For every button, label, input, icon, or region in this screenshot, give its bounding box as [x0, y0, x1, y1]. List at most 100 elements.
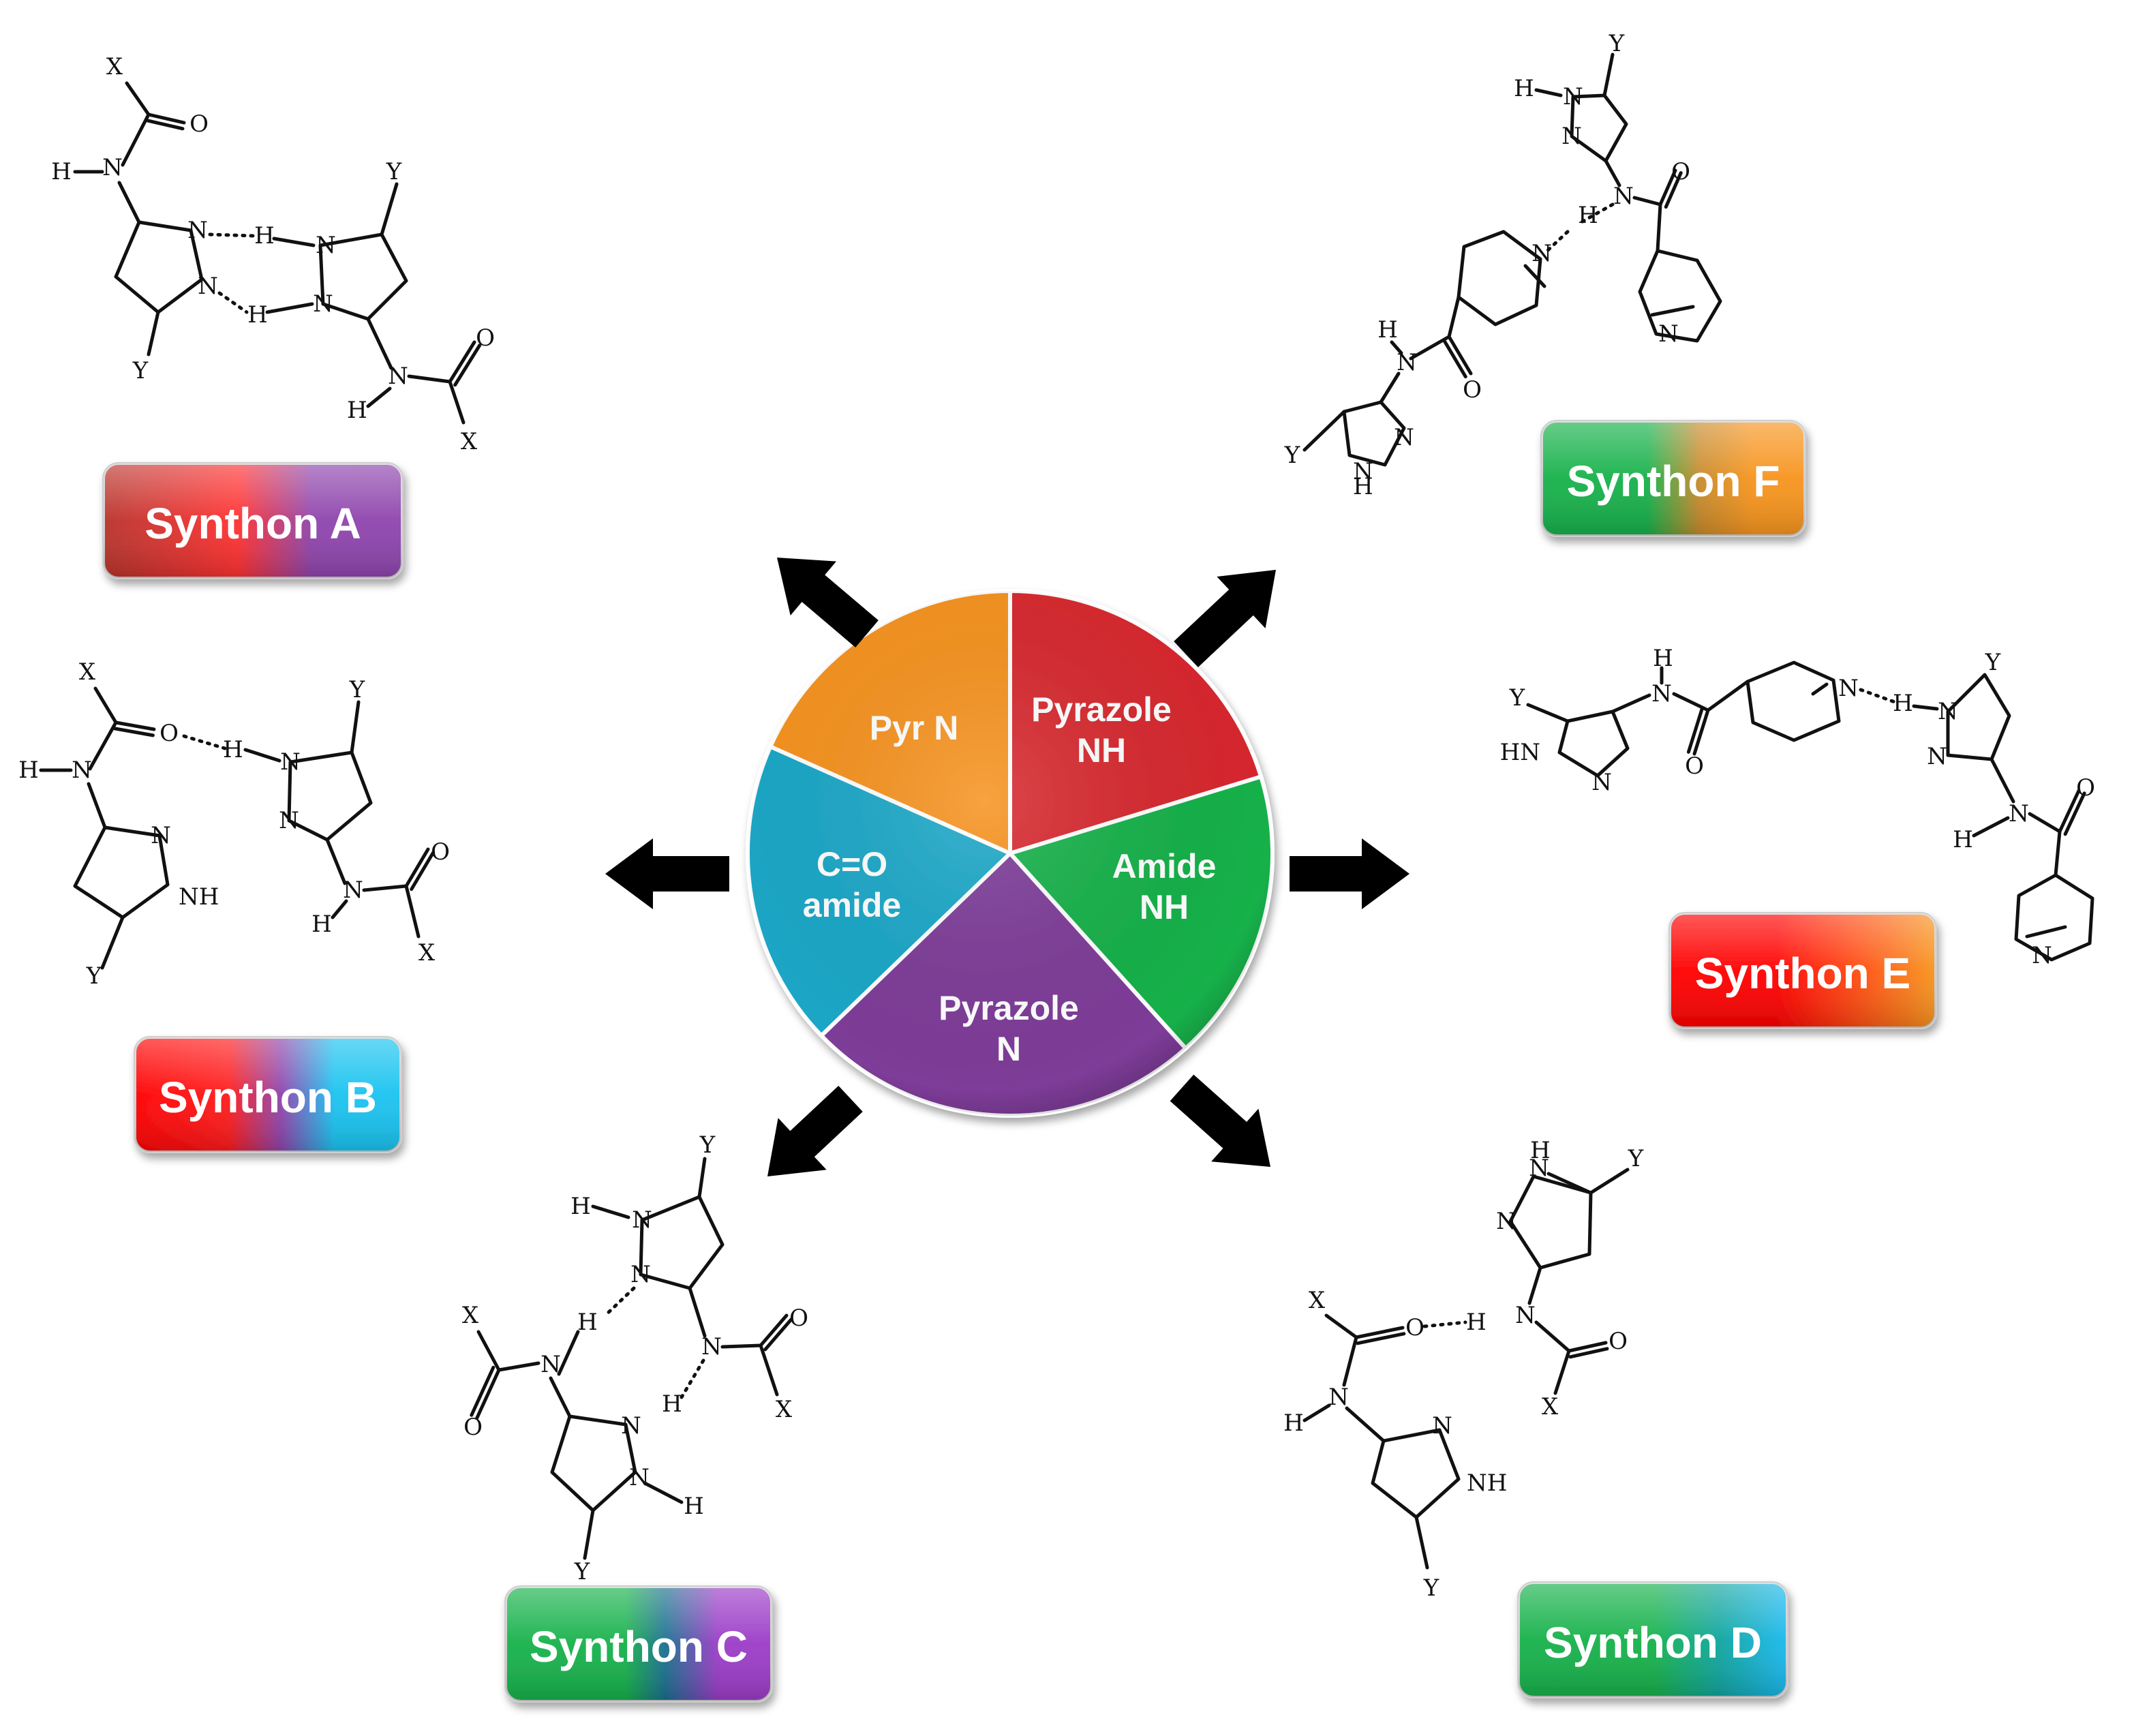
- atom-label: N: [1328, 1384, 1349, 1411]
- arrow-1: [777, 558, 879, 648]
- bond: [1604, 159, 1621, 187]
- hydrogen-bond: [208, 232, 256, 238]
- synthon-d-label: Synthon D: [1544, 1618, 1762, 1667]
- atom-label: O: [463, 1414, 483, 1441]
- pyrazole-ring: [1371, 1428, 1461, 1519]
- badge-gloss: [135, 1037, 401, 1152]
- atom-label: O: [1463, 376, 1482, 403]
- atom-label: O: [1609, 1328, 1628, 1355]
- bond: [643, 1481, 684, 1504]
- atom-label: H: [1466, 1309, 1487, 1336]
- arrows: [605, 558, 1409, 1176]
- atom-label: H: [1530, 1137, 1551, 1164]
- bond: [114, 720, 156, 731]
- hydrogen-bond: [603, 1286, 636, 1318]
- atom-label: N: [1394, 424, 1414, 451]
- synthon-e-badge: Synthon E: [1668, 912, 1937, 1029]
- atom-label: H: [1283, 1410, 1304, 1437]
- atom-label: N: [1613, 183, 1634, 210]
- arrow-3: [605, 838, 729, 909]
- atom-label: N: [388, 363, 408, 390]
- bond: [2063, 791, 2086, 836]
- atom-label: H: [254, 222, 275, 249]
- bond: [1632, 196, 1662, 207]
- bond: [688, 1286, 707, 1338]
- bond: [475, 1368, 501, 1420]
- bond: [583, 1508, 595, 1560]
- atom-label: Y: [1985, 649, 2001, 676]
- atom-label: H: [311, 911, 332, 938]
- bond: [720, 1343, 763, 1349]
- pyrazole-ring: [1946, 673, 2011, 761]
- atom-label: O: [1671, 158, 1690, 185]
- synthon-b-badge: Synthon B: [134, 1036, 402, 1153]
- bond: [1990, 757, 2015, 804]
- synthon-f-badge: Synthon F: [1540, 420, 1806, 537]
- hydrogen-bond: [1422, 1320, 1467, 1328]
- bond: [88, 720, 118, 771]
- bond: [265, 302, 314, 314]
- badge-gloss: [104, 463, 402, 578]
- arrow-5: [767, 1086, 863, 1176]
- synthon-d-badge: Synthon D: [1517, 1581, 1788, 1699]
- bond: [147, 310, 160, 356]
- pyrazole-ring: [550, 1414, 637, 1512]
- bond: [1409, 335, 1451, 361]
- synthon-c-label: Synthon C: [530, 1622, 748, 1671]
- atom-label: H: [1578, 202, 1598, 229]
- bond: [272, 237, 316, 247]
- hydrogen-bond: [1579, 202, 1615, 224]
- pyrazole-ring: [1508, 1174, 1593, 1270]
- bond: [121, 112, 151, 167]
- bond: [366, 317, 393, 370]
- atom-label: X: [79, 658, 96, 686]
- bond: [2054, 829, 2062, 877]
- pyrazole-ring: [1570, 93, 1628, 163]
- atom-label: O: [1685, 752, 1704, 780]
- pyrazole-ring: [287, 750, 373, 842]
- atom-label: Y: [86, 962, 102, 990]
- bond: [2058, 789, 2081, 834]
- atom-label: Y: [132, 357, 149, 384]
- atom-label: N: [701, 1333, 722, 1360]
- bond: [1527, 1266, 1542, 1305]
- atom-label: HN: [1500, 739, 1540, 766]
- atom-label: H: [347, 397, 367, 424]
- bond: [1811, 682, 1829, 696]
- bond: [1650, 305, 1695, 317]
- bond: [331, 899, 348, 919]
- hydrogen-bond: [680, 1358, 705, 1399]
- badge-gloss: [1542, 421, 1805, 536]
- atom-label: H: [684, 1493, 704, 1520]
- benzene-ring: [1638, 249, 1722, 343]
- bond: [362, 884, 408, 892]
- bond: [2028, 812, 2062, 834]
- atom-label: O: [189, 110, 209, 138]
- atom-label: H: [577, 1309, 598, 1336]
- bond: [549, 1376, 572, 1418]
- atom-label: N: [1651, 680, 1672, 707]
- atom-label: N: [621, 1412, 641, 1440]
- atom-label: H: [1377, 316, 1398, 344]
- atom-label: N: [2009, 800, 2029, 827]
- bond: [759, 1313, 789, 1347]
- atom-label: N: [343, 877, 363, 904]
- bond: [407, 374, 452, 384]
- pyrazole-ring: [639, 1195, 725, 1290]
- bond: [1611, 693, 1651, 714]
- synthon-c-badge: Synthon C: [504, 1585, 773, 1703]
- atom-label: X: [776, 1396, 793, 1423]
- atom-label: Y: [349, 676, 365, 703]
- atom-label: N: [1658, 320, 1679, 348]
- bond: [1414, 1515, 1429, 1570]
- bond: [1568, 1347, 1609, 1359]
- pyrazole-ring: [1342, 400, 1406, 467]
- bond: [1658, 168, 1677, 207]
- synthon-b-label: Synthon B: [159, 1073, 377, 1122]
- bond: [557, 1330, 580, 1376]
